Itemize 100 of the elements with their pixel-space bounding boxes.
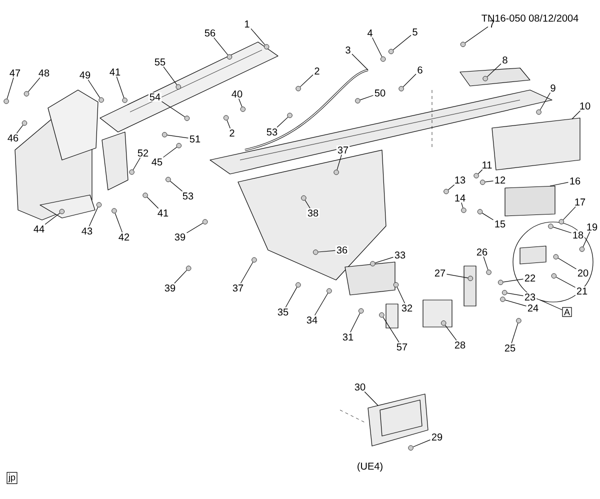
leader-line xyxy=(250,28,266,46)
fastener xyxy=(474,173,479,178)
callout-number: 9 xyxy=(549,83,557,93)
fastener xyxy=(379,312,384,318)
fastener xyxy=(166,176,171,182)
leader-line xyxy=(392,34,412,50)
callout-number: 8 xyxy=(501,55,509,65)
callout-number: 45 xyxy=(150,158,164,166)
leader-line xyxy=(556,276,576,288)
callout-number: 54 xyxy=(148,92,162,102)
leader-line xyxy=(372,37,382,58)
leader-line xyxy=(374,256,394,264)
callout-number: 39 xyxy=(173,232,187,242)
leader-line xyxy=(484,180,494,182)
leader-line xyxy=(502,278,524,282)
callout-number: 34 xyxy=(305,315,319,325)
callout-number: 24 xyxy=(526,304,540,312)
fastener xyxy=(461,208,466,213)
inset-letter-box: A xyxy=(562,307,572,317)
leader-line xyxy=(174,270,188,284)
callout-number: 13 xyxy=(453,175,467,185)
callout-number: 32 xyxy=(400,303,414,313)
callout-number: 2 xyxy=(313,66,321,76)
fastener xyxy=(202,219,208,224)
fastener xyxy=(502,290,508,296)
leader-line xyxy=(448,184,455,190)
callout-number: 35 xyxy=(276,307,290,317)
leader-line xyxy=(163,66,178,86)
leader-line xyxy=(550,182,569,186)
leader-line xyxy=(396,286,406,304)
fastener xyxy=(398,86,404,92)
callout-number: 14 xyxy=(453,194,467,202)
leader-line xyxy=(461,202,464,208)
fastener xyxy=(24,91,30,96)
leader-line xyxy=(506,292,524,296)
callout-number: 16 xyxy=(568,176,582,186)
leader-line xyxy=(166,134,189,138)
leader-line xyxy=(240,262,254,284)
callout-number: 50 xyxy=(373,88,387,98)
fastener xyxy=(460,42,466,47)
leader-line xyxy=(336,154,342,170)
callout-number: 5 xyxy=(411,28,419,36)
callout-number: 28 xyxy=(453,340,467,350)
leader-line xyxy=(364,391,378,406)
fastener xyxy=(22,120,28,126)
fastener xyxy=(358,308,364,314)
callout-number: 48 xyxy=(37,68,51,78)
fastener xyxy=(477,209,483,214)
leader-line xyxy=(402,74,416,88)
leader-line xyxy=(16,124,24,134)
storage-bin xyxy=(492,118,580,170)
leader-line xyxy=(540,92,551,110)
callout-number: 55 xyxy=(153,58,167,66)
leader-line xyxy=(486,63,502,78)
leader-line xyxy=(146,196,159,209)
leader-line xyxy=(446,274,468,278)
callout-number: 11 xyxy=(480,160,494,170)
callout-number: 27 xyxy=(433,268,447,278)
leader-line xyxy=(6,77,14,100)
fastener xyxy=(226,54,232,60)
fastener xyxy=(142,192,148,198)
fastener xyxy=(186,266,192,271)
leader-line xyxy=(314,292,328,316)
callout-number: 22 xyxy=(523,274,537,282)
callout-number: 52 xyxy=(136,148,150,158)
leader-line xyxy=(582,231,590,248)
fastener xyxy=(326,288,332,294)
fastener xyxy=(301,195,306,201)
code-box: jp xyxy=(6,472,18,484)
fastener xyxy=(486,270,492,275)
leader-line xyxy=(552,226,572,234)
leader-line xyxy=(116,76,124,98)
callout-number: 10 xyxy=(578,101,592,111)
callout-number: 31 xyxy=(341,332,355,342)
leader-line xyxy=(170,180,183,192)
leader-line xyxy=(162,146,178,158)
fastener xyxy=(558,219,564,224)
leader-line xyxy=(276,116,288,128)
callout-number: 19 xyxy=(585,222,599,232)
leader-line xyxy=(482,212,494,220)
fastener xyxy=(334,170,339,175)
callout-number: 46 xyxy=(6,133,20,143)
radio-unit xyxy=(504,186,556,216)
leader-line xyxy=(304,200,310,209)
callout-number: 20 xyxy=(576,268,590,278)
callout-number: 39 xyxy=(163,283,177,293)
callout-number: 21 xyxy=(575,286,589,296)
fastener xyxy=(498,280,504,285)
leader-line xyxy=(318,250,336,252)
drawing-number: TN16-050 08/12/2004 xyxy=(482,14,578,22)
callout-number: 47 xyxy=(8,68,22,78)
fastener xyxy=(380,56,386,62)
fastener xyxy=(176,84,181,90)
fastener xyxy=(516,318,522,324)
fastener xyxy=(59,208,64,214)
callout-number: 15 xyxy=(493,220,507,228)
leader-line xyxy=(464,26,488,44)
callout-number: 56 xyxy=(203,28,217,38)
leader-line xyxy=(238,98,242,108)
leader-line xyxy=(88,206,98,227)
